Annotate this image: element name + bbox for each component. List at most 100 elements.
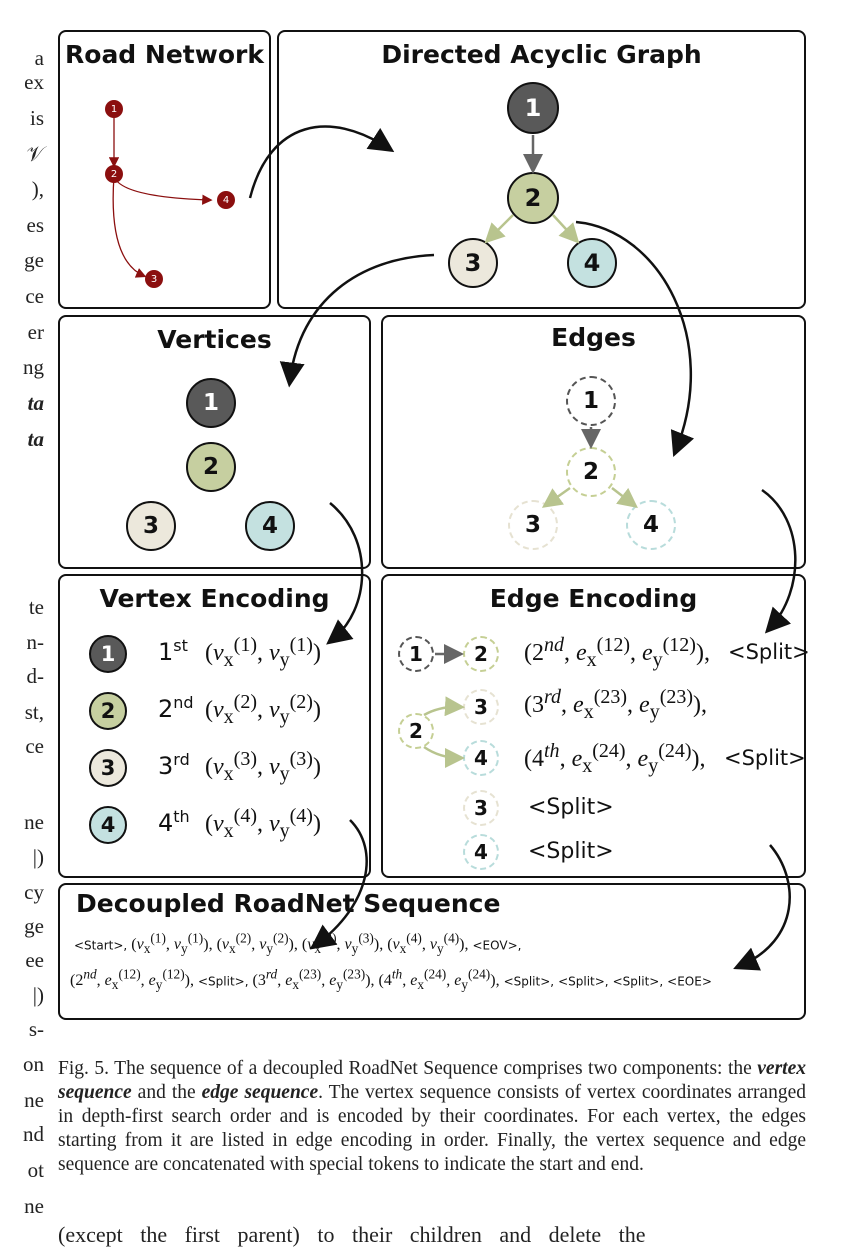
eenc-node-2a: 2: [463, 636, 499, 672]
left-fragment-mid-10: |): [32, 983, 44, 1007]
dag-title: Directed Acyclic Graph: [381, 40, 702, 69]
left-fragment-mid-4: ce: [25, 734, 44, 758]
seq-v2: (vx(2), vy(2)),: [216, 931, 298, 957]
seq-v4: (vx(4), vy(4)),: [387, 931, 469, 957]
left-fragment-mid-9: ee: [25, 948, 44, 972]
split-token-3: <Split>,: [558, 974, 609, 989]
vertex-node-4: 4: [245, 501, 295, 551]
dag-node-3: 3: [448, 238, 498, 288]
sequence-panel: Decoupled RoadNet Sequence <Start>, (vx(…: [58, 883, 806, 1020]
caption-text-2: and the: [131, 1082, 202, 1103]
left-fragment-top-4: ),: [31, 177, 44, 201]
edge-encoding-panel: Edge Encoding: [381, 574, 806, 878]
eenc-split-4: <Split>: [528, 839, 614, 864]
seq-e24: (4th, ex(24), ey(24)),: [378, 967, 500, 993]
venc-coord-3: (vx(3), vy(3)): [205, 748, 321, 785]
seq-v3: (vx(3), vy(3)),: [301, 931, 384, 957]
road-network-title: Road Network: [65, 40, 264, 69]
sequence-line-vertices: <Start>, (vx(1), vy(1)), (vx(2), vy(2)),…: [74, 931, 796, 958]
eenc-node-1: 1: [398, 636, 434, 672]
left-fragment-mid-15: ot: [27, 1158, 44, 1182]
left-fragment-mid-16: ne: [24, 1194, 44, 1218]
eov-token: <EOV>,: [472, 938, 522, 953]
edge-encoding-title: Edge Encoding: [489, 584, 698, 613]
left-fragment-mid-5: ne: [24, 810, 44, 834]
left-fragment-top-11: ta: [27, 427, 44, 451]
split-token-4: <Split>,: [612, 974, 664, 989]
left-fragment-mid-14: nd: [23, 1122, 44, 1146]
road-node-4: 4: [217, 191, 235, 209]
left-fragment-top-2: is: [29, 106, 44, 130]
left-fragment-top-1: ex: [24, 70, 44, 94]
vertex-node-3: 3: [126, 501, 176, 551]
edges-title: Edges: [551, 323, 636, 352]
seq-e12: (2nd, ex(12), ey(12)),: [70, 967, 194, 993]
venc-coord-4: (vx(4), vy(4)): [205, 805, 321, 842]
edges-panel: Edges: [381, 315, 806, 569]
edge-node-1: 1: [566, 376, 616, 426]
vertex-encoding-title: Vertex Encoding: [99, 584, 330, 613]
edge-node-2: 2: [566, 447, 616, 497]
sequence-title: Decoupled RoadNet Sequence: [76, 889, 501, 918]
start-token: <Start>,: [74, 938, 128, 953]
left-fragment-top-8: er: [27, 320, 44, 344]
vertex-node-1: 1: [186, 378, 236, 428]
figure-caption: Fig. 5. The sequence of a decoupled Road…: [58, 1057, 806, 1177]
road-node-2: 2: [105, 165, 123, 183]
seq-e23: (3rd, ex(23), ey(23)),: [252, 967, 375, 993]
seq-v1: (vx(1), vy(1)),: [131, 931, 213, 957]
venc-node-4: 4: [89, 806, 127, 844]
dag-node-1: 1: [507, 82, 559, 134]
vertices-title: Vertices: [157, 325, 272, 354]
edge-node-4: 4: [626, 500, 676, 550]
left-fragment-top-5: es: [26, 213, 45, 237]
venc-coord-2: (vx(2), vy(2)): [205, 691, 321, 728]
caption-text-3: . The vertex sequence consists of vertex…: [58, 1082, 806, 1175]
eenc-node-4b: 4: [463, 834, 499, 870]
eenc-tuple-24: (4th, ex(24), ey(24)),: [524, 740, 706, 777]
venc-node-1: 1: [89, 635, 127, 673]
left-fragment-mid-11: s-: [28, 1017, 44, 1041]
caption-bold-vertex-sequence: vertex sequence: [58, 1058, 806, 1103]
road-node-1: 1: [105, 100, 123, 118]
dag-panel: Directed Acyclic Graph: [277, 30, 806, 309]
body-text-line: (except the first parent) to their child…: [58, 1222, 646, 1247]
road-node-3: 3: [145, 270, 163, 288]
left-fragment-mid-13: ne: [24, 1088, 44, 1112]
venc-ordinal-2: 2nd: [158, 693, 194, 723]
eenc-split-1: <Split>: [728, 640, 810, 664]
edge-node-3: 3: [508, 500, 558, 550]
left-fragment-mid-2: d-: [26, 664, 45, 688]
left-fragment-mid-0: te: [28, 595, 44, 619]
vertex-node-2: 2: [186, 442, 236, 492]
left-fragment-top-6: ge: [24, 248, 44, 272]
left-fragment-top-3: 𝒱: [26, 142, 45, 166]
eenc-split-2: <Split>: [724, 746, 806, 770]
left-fragment-top-7: ce: [25, 284, 44, 308]
left-fragment-mid-3: st,: [24, 700, 44, 724]
eenc-node-4a: 4: [463, 740, 499, 776]
eenc-split-3: <Split>: [528, 795, 614, 820]
venc-ordinal-4: 4th: [158, 807, 190, 837]
road-network-graph: [108, 108, 213, 278]
sequence-line-edges: (2nd, ex(12), ey(12)), <Split>, (3rd, ex…: [70, 967, 796, 994]
dag-node-4: 4: [567, 238, 617, 288]
venc-ordinal-1: 1st: [158, 636, 188, 666]
eenc-node-2b: 2: [398, 713, 434, 749]
left-fragment-top-0: a: [34, 46, 44, 70]
caption-text-1: The sequence of a decoupled RoadNet Sequ…: [109, 1058, 758, 1079]
dag-node-2: 2: [507, 172, 559, 224]
eenc-tuple-12: (2nd, ex(12), ey(12)),: [524, 634, 710, 671]
left-fragment-mid-7: cy: [24, 880, 44, 904]
venc-coord-1: (vx(1), vy(1)): [205, 634, 321, 671]
left-fragment-mid-12: on: [23, 1052, 44, 1076]
left-fragment-mid-1: n-: [26, 630, 45, 654]
eenc-node-3a: 3: [463, 689, 499, 725]
caption-bold-edge-sequence: edge sequence: [201, 1082, 319, 1103]
left-fragment-mid-6: |): [32, 845, 44, 869]
eoe-token: <EOE>: [667, 974, 712, 989]
left-fragment-top-9: ng: [23, 355, 44, 379]
split-token-2: <Split>,: [503, 974, 555, 989]
venc-node-2: 2: [89, 692, 127, 730]
split-token-1: <Split>,: [197, 974, 249, 989]
